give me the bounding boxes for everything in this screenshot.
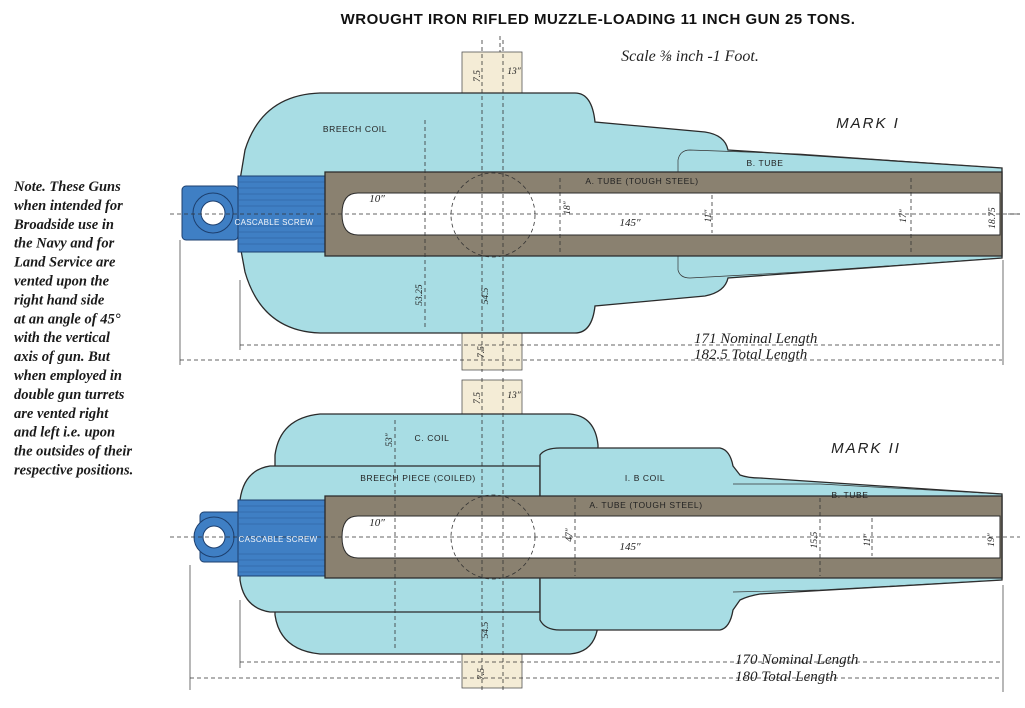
mark1-nominal-length: 171 Nominal Length xyxy=(694,331,817,347)
mark2-bore-length: 145″ xyxy=(619,541,641,553)
side-note-line: when employed in xyxy=(14,368,122,384)
mark1-d-trunnion: 54.5 xyxy=(481,287,491,304)
mark1-d-muzzle: 18.75 xyxy=(988,207,998,229)
mark2-trunnion-dia-bottom: 7.5 xyxy=(477,668,487,680)
side-note-line: the Navy and for xyxy=(14,236,115,252)
mark2-cascabel-label: CASCABLE SCREW xyxy=(239,535,318,544)
mark2-breech-piece-label: BREECH PIECE (COILED) xyxy=(360,473,476,483)
mark1-d-breech: 18″ xyxy=(563,200,573,215)
side-note-line: at an angle of 45° xyxy=(14,311,121,327)
mark2-d-muzzle: 19″ xyxy=(987,532,997,547)
side-note-line: vented upon the xyxy=(14,274,110,290)
side-note-line: are vented right xyxy=(14,406,109,422)
side-note-line: double gun turrets xyxy=(14,387,125,403)
side-note-line: with the vertical xyxy=(14,330,110,346)
mark1-total-length: 182.5 Total Length xyxy=(694,347,807,363)
mark1-screw-threads xyxy=(238,181,330,245)
mark2-total-length: 180 Total Length xyxy=(735,669,837,685)
mark1-b-tube-label: B. TUBE xyxy=(746,158,783,168)
side-note-line: right hand side xyxy=(14,292,105,308)
side-note-line: Broadside use in xyxy=(13,217,114,233)
mark2-ib-coil-label: I. B COIL xyxy=(625,473,665,483)
mark1-trunnion-bottom xyxy=(461,329,523,371)
mark2-b-tube-label: B. TUBE xyxy=(831,490,868,500)
mark2-a-tube-label: A. TUBE (TOUGH STEEL) xyxy=(589,500,702,510)
mark2-nominal-length: 170 Nominal Length xyxy=(735,652,858,668)
mark1-trunnion-outline xyxy=(450,172,536,258)
mark1-b-tube xyxy=(677,149,1003,279)
mark2-c-coil-label: C. COIL xyxy=(415,433,450,443)
mark2-d-fore: 11″ xyxy=(863,533,873,547)
mark1-d-mid: 11″ xyxy=(704,209,714,223)
mark1-d-fore: 17″ xyxy=(899,208,909,223)
mark1-drawing: BREECH COIL B. TUBE A. TUBE (TOUGH STEEL… xyxy=(170,40,1020,372)
side-note-line: Land Service are xyxy=(13,255,116,271)
mark2-d-coil: 53″ xyxy=(385,432,395,447)
mark2-title: MARK II xyxy=(831,440,901,457)
mark2-b-tube xyxy=(732,483,1003,593)
mark2-d-trunnion: 54.5 xyxy=(481,621,491,638)
scale-caption: Scale ⅜ inch -1 Foot. xyxy=(621,48,759,65)
mark2-trunnion-top xyxy=(461,379,523,415)
mark1-chamber-dim: 10″ xyxy=(369,193,385,205)
mark2-screw-threads xyxy=(238,505,330,573)
side-note-line: axis of gun. But xyxy=(14,349,111,365)
side-note: Note. These Guns when intended forBroadsi… xyxy=(13,179,133,479)
mark1-trunnion-dia: 7.5 xyxy=(473,70,483,82)
mark1-trunnion-dia-bottom: 7.5 xyxy=(477,346,487,358)
side-note-line: Note. These Guns xyxy=(13,179,121,195)
mark1-title: MARK I xyxy=(836,115,900,132)
mark1-cascabel-label: CASCABLE SCREW xyxy=(235,218,314,227)
mark1-trunnion-top xyxy=(461,51,523,95)
mark2-d-mid: 15.5 xyxy=(810,531,820,548)
mark2-d-breech: 47″ xyxy=(565,527,575,542)
mark2-cascabel-screw xyxy=(237,499,331,577)
mark2-trunnion-dia: 7.5 xyxy=(473,392,483,404)
side-note-line: and left i.e. upon xyxy=(14,425,115,441)
mark1-trunnion-length: 13″ xyxy=(507,67,522,77)
mark2-trunnion-length: 13″ xyxy=(507,391,522,401)
mark1-bore-length: 145″ xyxy=(619,217,641,229)
mark1-a-tube-label: A. TUBE (TOUGH STEEL) xyxy=(585,176,698,186)
side-note-line: when intended for xyxy=(14,198,123,214)
diagram-title: WROUGHT IRON RIFLED MUZZLE-LOADING 11 IN… xyxy=(341,11,856,28)
mark2-chamber-dim: 10″ xyxy=(369,517,385,529)
mark1-cascabel-eye xyxy=(200,200,226,226)
side-note-line: respective positions. xyxy=(14,463,133,479)
mark1-breech-coil-label: BREECH COIL xyxy=(323,124,387,134)
mark2-drawing: C. COIL BREECH PIECE (COILED) I. B COIL … xyxy=(170,378,1020,692)
side-note-line: the outsides of their xyxy=(14,444,132,460)
mark1-d-coil: 53.25 xyxy=(415,284,425,306)
